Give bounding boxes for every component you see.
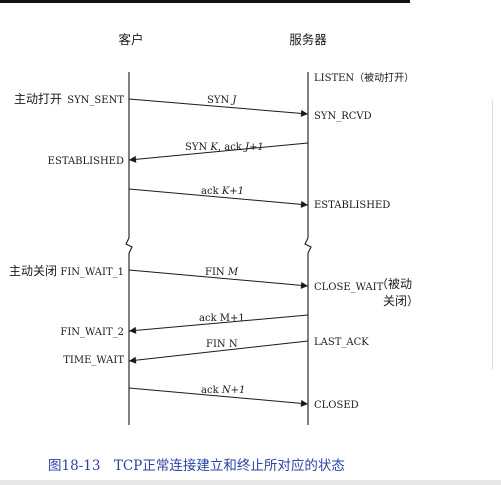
client-state-syn-sent: SYN_SENT (67, 95, 124, 106)
figure-caption: 图18-13 TCP正常连接建立和终止所对应的状态 (48, 458, 345, 474)
passive-close-note-2: 关闭） (383, 294, 419, 308)
server-header: 服务器 (289, 32, 327, 47)
client-state-established: ESTABLISHED (48, 156, 124, 167)
client-state-fin-wait-1: FIN_WAIT_1 (60, 267, 124, 278)
server-timeline (304, 72, 312, 425)
server-state-last-ack: LAST_ACK (314, 337, 369, 348)
passive-close-note-1: （被动 (376, 277, 412, 291)
client-header: 客户 (118, 32, 143, 47)
client-timeline (125, 72, 133, 425)
syn-label: SYN J (207, 95, 237, 106)
right-margin-line (492, 100, 493, 370)
fin-n-label: FIN N (206, 339, 238, 350)
server-state-listen: LISTEN（被动打开） (314, 71, 414, 84)
active-close-note: 主动关闭 (9, 264, 57, 278)
active-open-note: 主动打开 (14, 92, 62, 106)
fin-m-label: FIN M (205, 267, 239, 278)
bottom-band (0, 480, 501, 485)
server-state-established: ESTABLISHED (314, 200, 390, 211)
ack-m-label: ack M+1 (199, 313, 245, 324)
server-state-close-wait: CLOSE_WAIT (314, 282, 384, 293)
client-state-time-wait: TIME_WAIT (63, 355, 124, 366)
server-state-closed: CLOSED (314, 400, 359, 411)
client-state-fin-wait-2: FIN_WAIT_2 (60, 327, 124, 338)
syn-arrow (128, 98, 309, 117)
ack-n-arrow (128, 387, 309, 407)
ack-m-arrow (128, 314, 309, 334)
fin-n-arrow (128, 340, 309, 364)
ack-k-arrow (128, 188, 309, 208)
ack-k-label: ack K+1 (201, 186, 244, 197)
ack-n-label: ack N+1 (201, 385, 245, 396)
fin-m-arrow (128, 269, 309, 289)
syn-ack-label: SYN K, ack J+1 (185, 142, 264, 153)
syn-ack-arrow (128, 142, 309, 163)
server-state-syn-rcvd: SYN_RCVD (314, 111, 372, 122)
top-rule (0, 0, 410, 3)
